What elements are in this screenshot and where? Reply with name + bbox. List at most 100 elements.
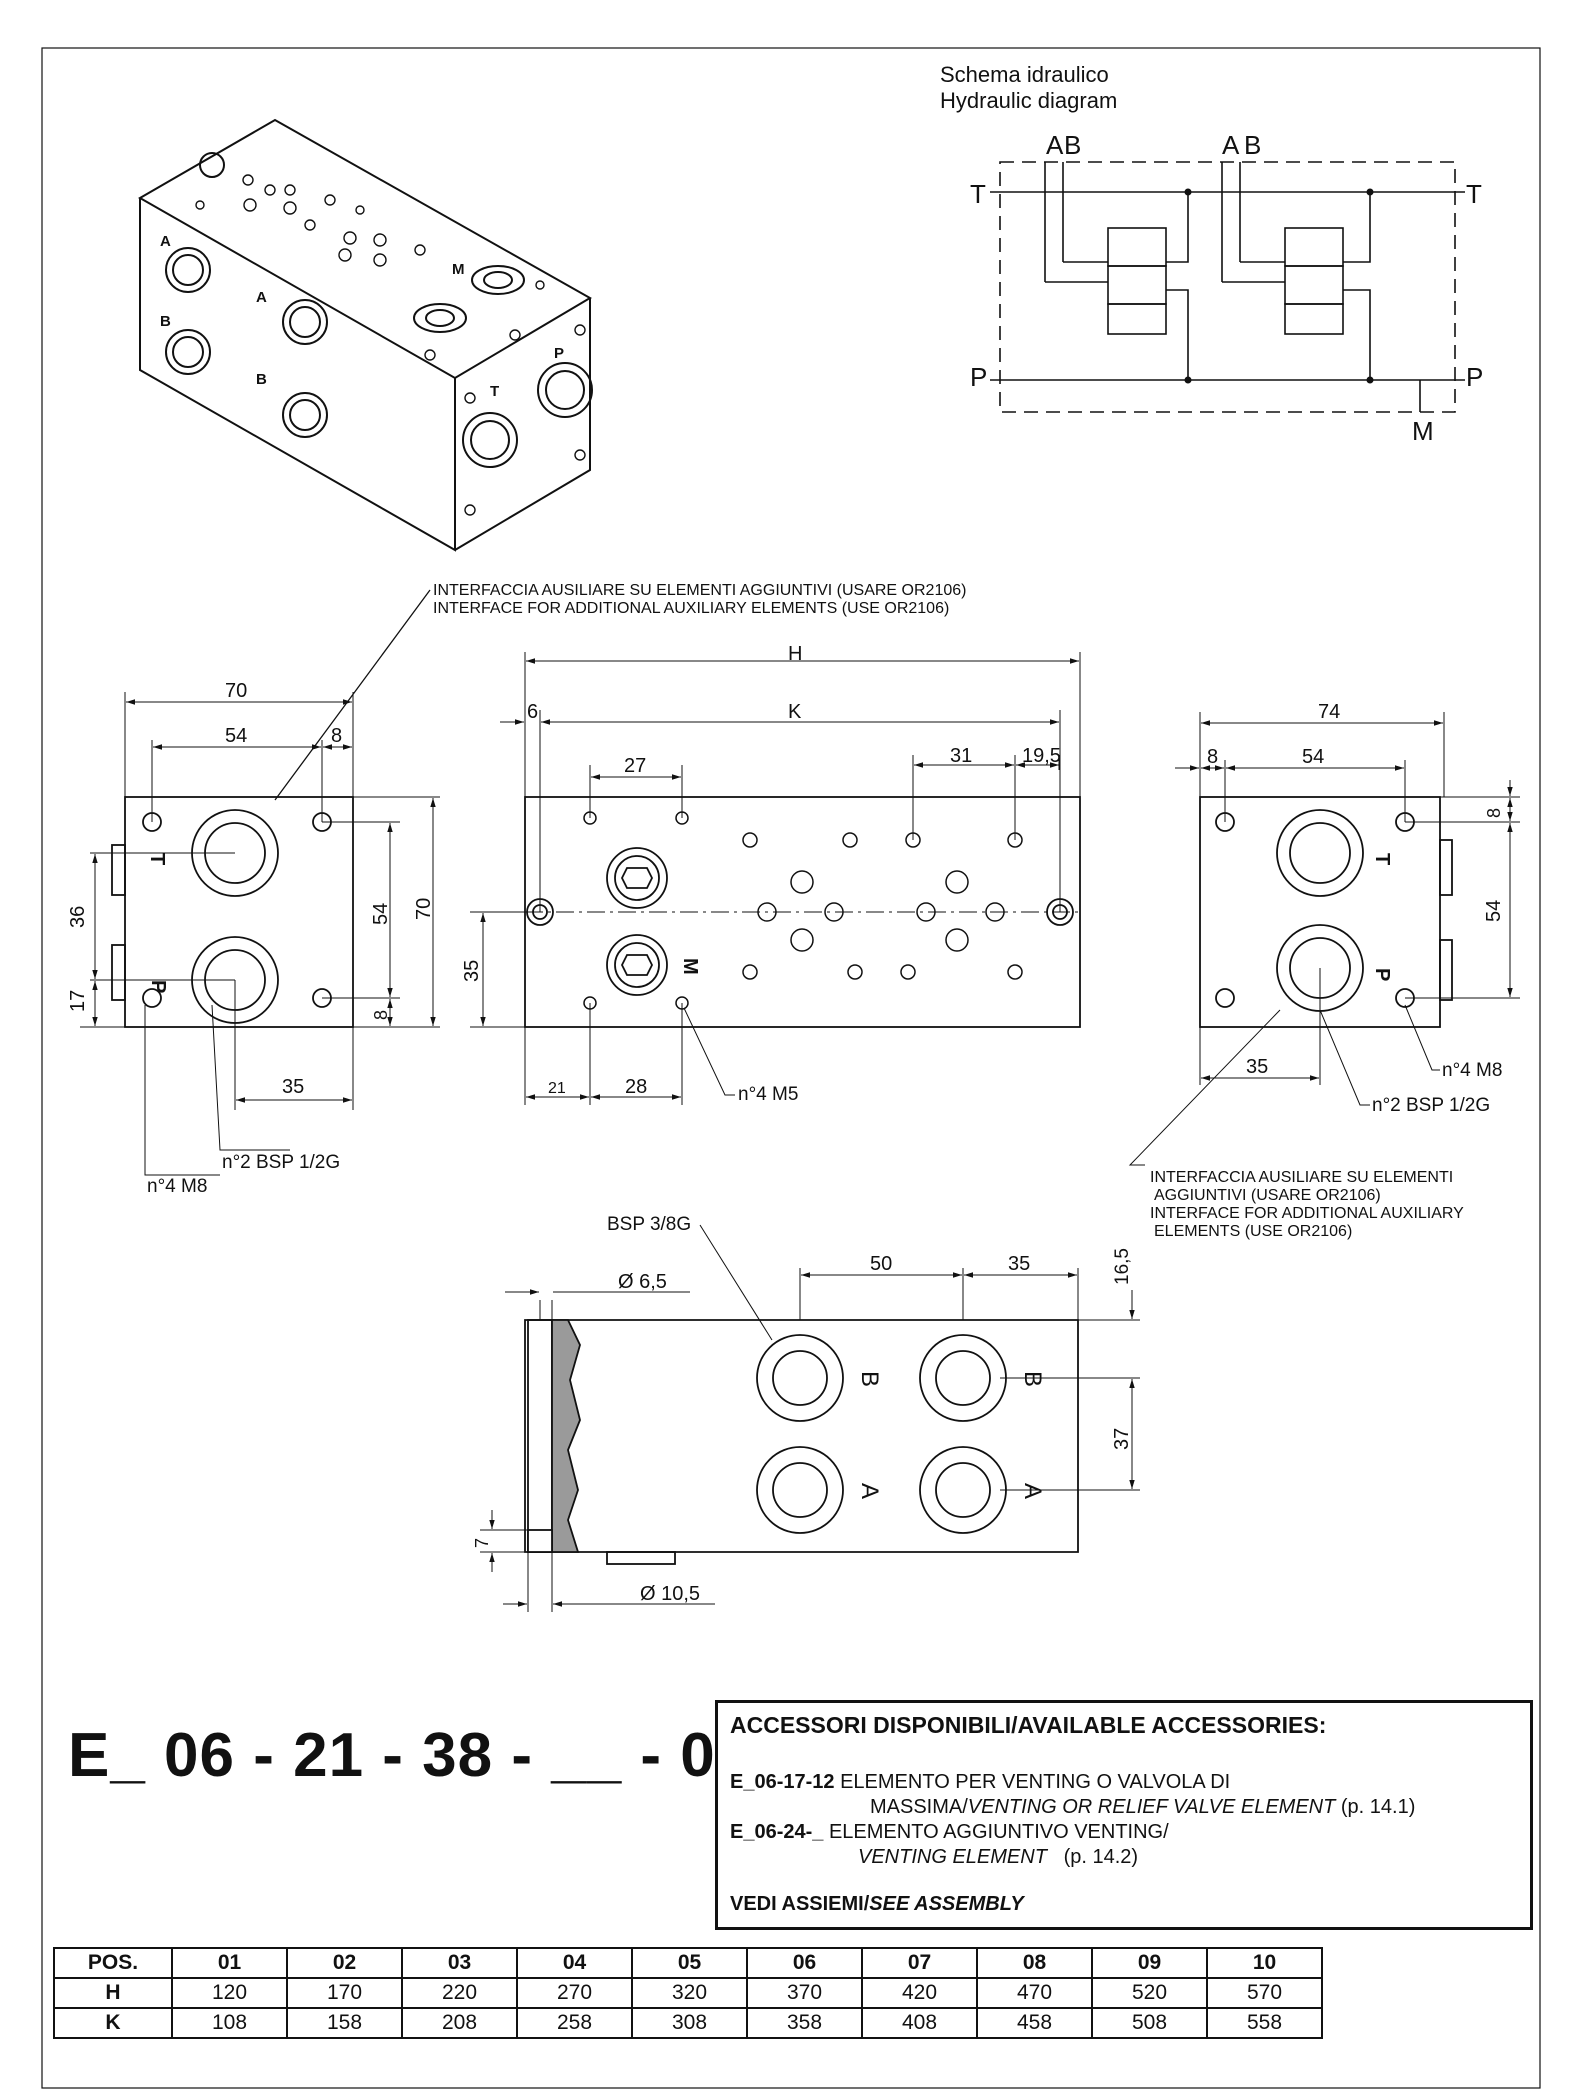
hyd-label-t-right: T [1466,179,1482,209]
bottom-view: BSP 3/8G Ø 6,5 50 35 16,5 37 7 Ø 10,5 B … [472,1214,1140,1612]
table-cell: 458 [976,2007,1093,2039]
accessory-item-2-en: VENTING ELEMENT [858,1846,1047,1868]
center-dim-6: 6 [527,701,538,723]
iso-label-t: T [490,383,499,400]
see-assembly-it: VEDI ASSIEMI/ [730,1893,870,1915]
hyd-label-a1: A [1046,130,1064,160]
accessories-title: ACCESSORI DISPONIBILI/AVAILABLE ACCESSOR… [730,1712,1327,1738]
table-cell: 320 [631,1977,748,2009]
hyd-label-a2: A [1222,130,1240,160]
center-dim-h: H [788,643,802,665]
hyd-label-t-left: T [970,179,986,209]
table-header-cell: 07 [861,1947,978,1979]
table-header-cell: 02 [286,1947,403,1979]
accessory-item-2-desc: ELEMENTO AGGIUNTIVO VENTING/ [828,1821,1169,1843]
table-row-label: H [53,1977,173,2009]
accessory-item-1-page: (p. 14.1) [1340,1796,1416,1818]
left-note-m8: n°4 M8 [147,1176,207,1197]
bottom-dim-phi65: Ø 6,5 [618,1271,667,1293]
table-cell: 308 [631,2007,748,2039]
interface-note-right-line4: ELEMENTS (USE OR2106) [1154,1223,1352,1240]
right-dim-74: 74 [1318,701,1340,723]
table-cell: 270 [516,1977,633,2009]
hydraulic-diagram: Schema idraulico Hydraulic diagram [940,62,1483,446]
table-cell: 158 [286,2007,403,2039]
right-dim-8: 8 [1207,746,1218,768]
table-cell: 508 [1091,2007,1208,2039]
table-header-cell: 04 [516,1947,633,1979]
bottom-dim-phi105: Ø 10,5 [640,1583,700,1605]
center-label-m: M [679,958,701,975]
center-dim-31: 31 [950,745,972,767]
iso-label-b1: B [160,313,171,330]
interface-note-top: INTERFACCIA AUSILIARE SU ELEMENTI AGGIUN… [274,582,966,801]
table-cell: 258 [516,2007,633,2039]
center-note-m5: n°4 M5 [738,1084,798,1105]
right-label-p: P [1371,968,1393,981]
interface-note-right-line2: AGGIUNTIVI (USARE OR2106) [1154,1187,1381,1204]
bottom-label-a2: A [1019,1483,1046,1499]
table-header-cell: 05 [631,1947,748,1979]
accessories-box: ACCESSORI DISPONIBILI/AVAILABLE ACCESSOR… [715,1700,1533,1930]
right-label-t: T [1371,853,1393,865]
table-row-label: K [53,2007,173,2039]
center-dim-27: 27 [624,755,646,777]
table-row-h: H 120 170 220 270 320 370 420 470 520 57… [53,1977,1323,2009]
hyd-label-p-left: P [970,362,987,392]
table-header-cell: 09 [1091,1947,1208,1979]
right-side-view: 74 8 54 8 54 35 T P n°4 M8 n°2 BSP 1/2G [1128,701,1520,1166]
table-header-cell: 06 [746,1947,863,1979]
table-header-cell: 01 [171,1947,288,1979]
left-label-t: T [146,853,168,865]
table-row-k: K 108 158 208 258 308 358 408 458 508 55… [53,2007,1323,2039]
right-note-bsp: n°2 BSP 1/2G [1372,1095,1490,1116]
table-cell: 220 [401,1977,518,2009]
sheet-frame [41,47,1541,2089]
left-dim-8: 8 [331,725,342,747]
left-label-p: P [147,980,169,993]
dimension-table: POS. 01 02 03 04 05 06 07 08 09 10 H 120… [53,1947,1323,2039]
bottom-note-bsp38: BSP 3/8G [607,1214,691,1235]
right-dim-54: 54 [1302,746,1324,768]
table-cell: 358 [746,2007,863,2039]
bottom-dim-165: 16,5 [1112,1248,1133,1285]
bottom-dim-37: 37 [1111,1428,1133,1450]
interface-note-right: INTERFACCIA AUSILIARE SU ELEMENTI AGGIUN… [1150,1169,1464,1240]
accessory-item-2-code: E_06-24-_ [730,1821,824,1843]
right-note-m8: n°4 M8 [1442,1060,1502,1081]
left-dim-35: 35 [282,1076,304,1098]
table-header-cell: 10 [1206,1947,1323,1979]
left-dim-36: 36 [67,906,89,928]
center-dim-19: 19,5 [1022,745,1061,767]
accessory-item-1-line2: MASSIMA/VENTING OR RELIEF VALVE ELEMENT … [730,1795,1518,1820]
interface-note-right-line1: INTERFACCIA AUSILIARE SU ELEMENTI [1150,1169,1453,1186]
left-side-view: 70 54 8 70 54 8 36 17 35 T P n°2 BSP 1/2… [67,680,440,1197]
iso-label-p: P [554,345,564,362]
isometric-view: A B A B M T P [137,118,593,552]
left-dim-17: 17 [67,990,89,1012]
center-dim-28: 28 [625,1076,647,1098]
bottom-dim-7: 7 [472,1538,492,1548]
bottom-label-b1: B [856,1371,883,1387]
table-header-cell: 08 [976,1947,1093,1979]
interface-note-top-line2: INTERFACE FOR ADDITIONAL AUXILIARY ELEME… [433,600,949,617]
center-top-view: H K 6 27 31 19,5 35 21 28 n°4 M5 M [461,643,1081,1105]
iso-label-a2: A [256,289,267,306]
interface-note-top-line1: INTERFACCIA AUSILIARE SU ELEMENTI AGGIUN… [433,582,966,599]
iso-label-b2: B [256,371,267,388]
hydraulic-title-it: Schema idraulico [940,62,1109,87]
iso-label-a1: A [160,233,171,250]
table-cell: 470 [976,1977,1093,2009]
table-cell: 408 [861,2007,978,2039]
accessory-item-2-page: (p. 14.2) [1063,1846,1139,1868]
center-dim-35: 35 [461,960,483,982]
accessory-item-1-desc: ELEMENTO PER VENTING O VALVOLA DI [840,1771,1231,1793]
table-header-cell: POS. [53,1947,173,1979]
left-dim-54v: 54 [370,903,392,925]
hyd-label-m: M [1412,416,1434,446]
left-note-bsp: n°2 BSP 1/2G [222,1152,340,1173]
table-cell: 558 [1206,2007,1323,2039]
table-cell: 570 [1206,1977,1323,2009]
center-dim-21: 21 [548,1080,566,1097]
